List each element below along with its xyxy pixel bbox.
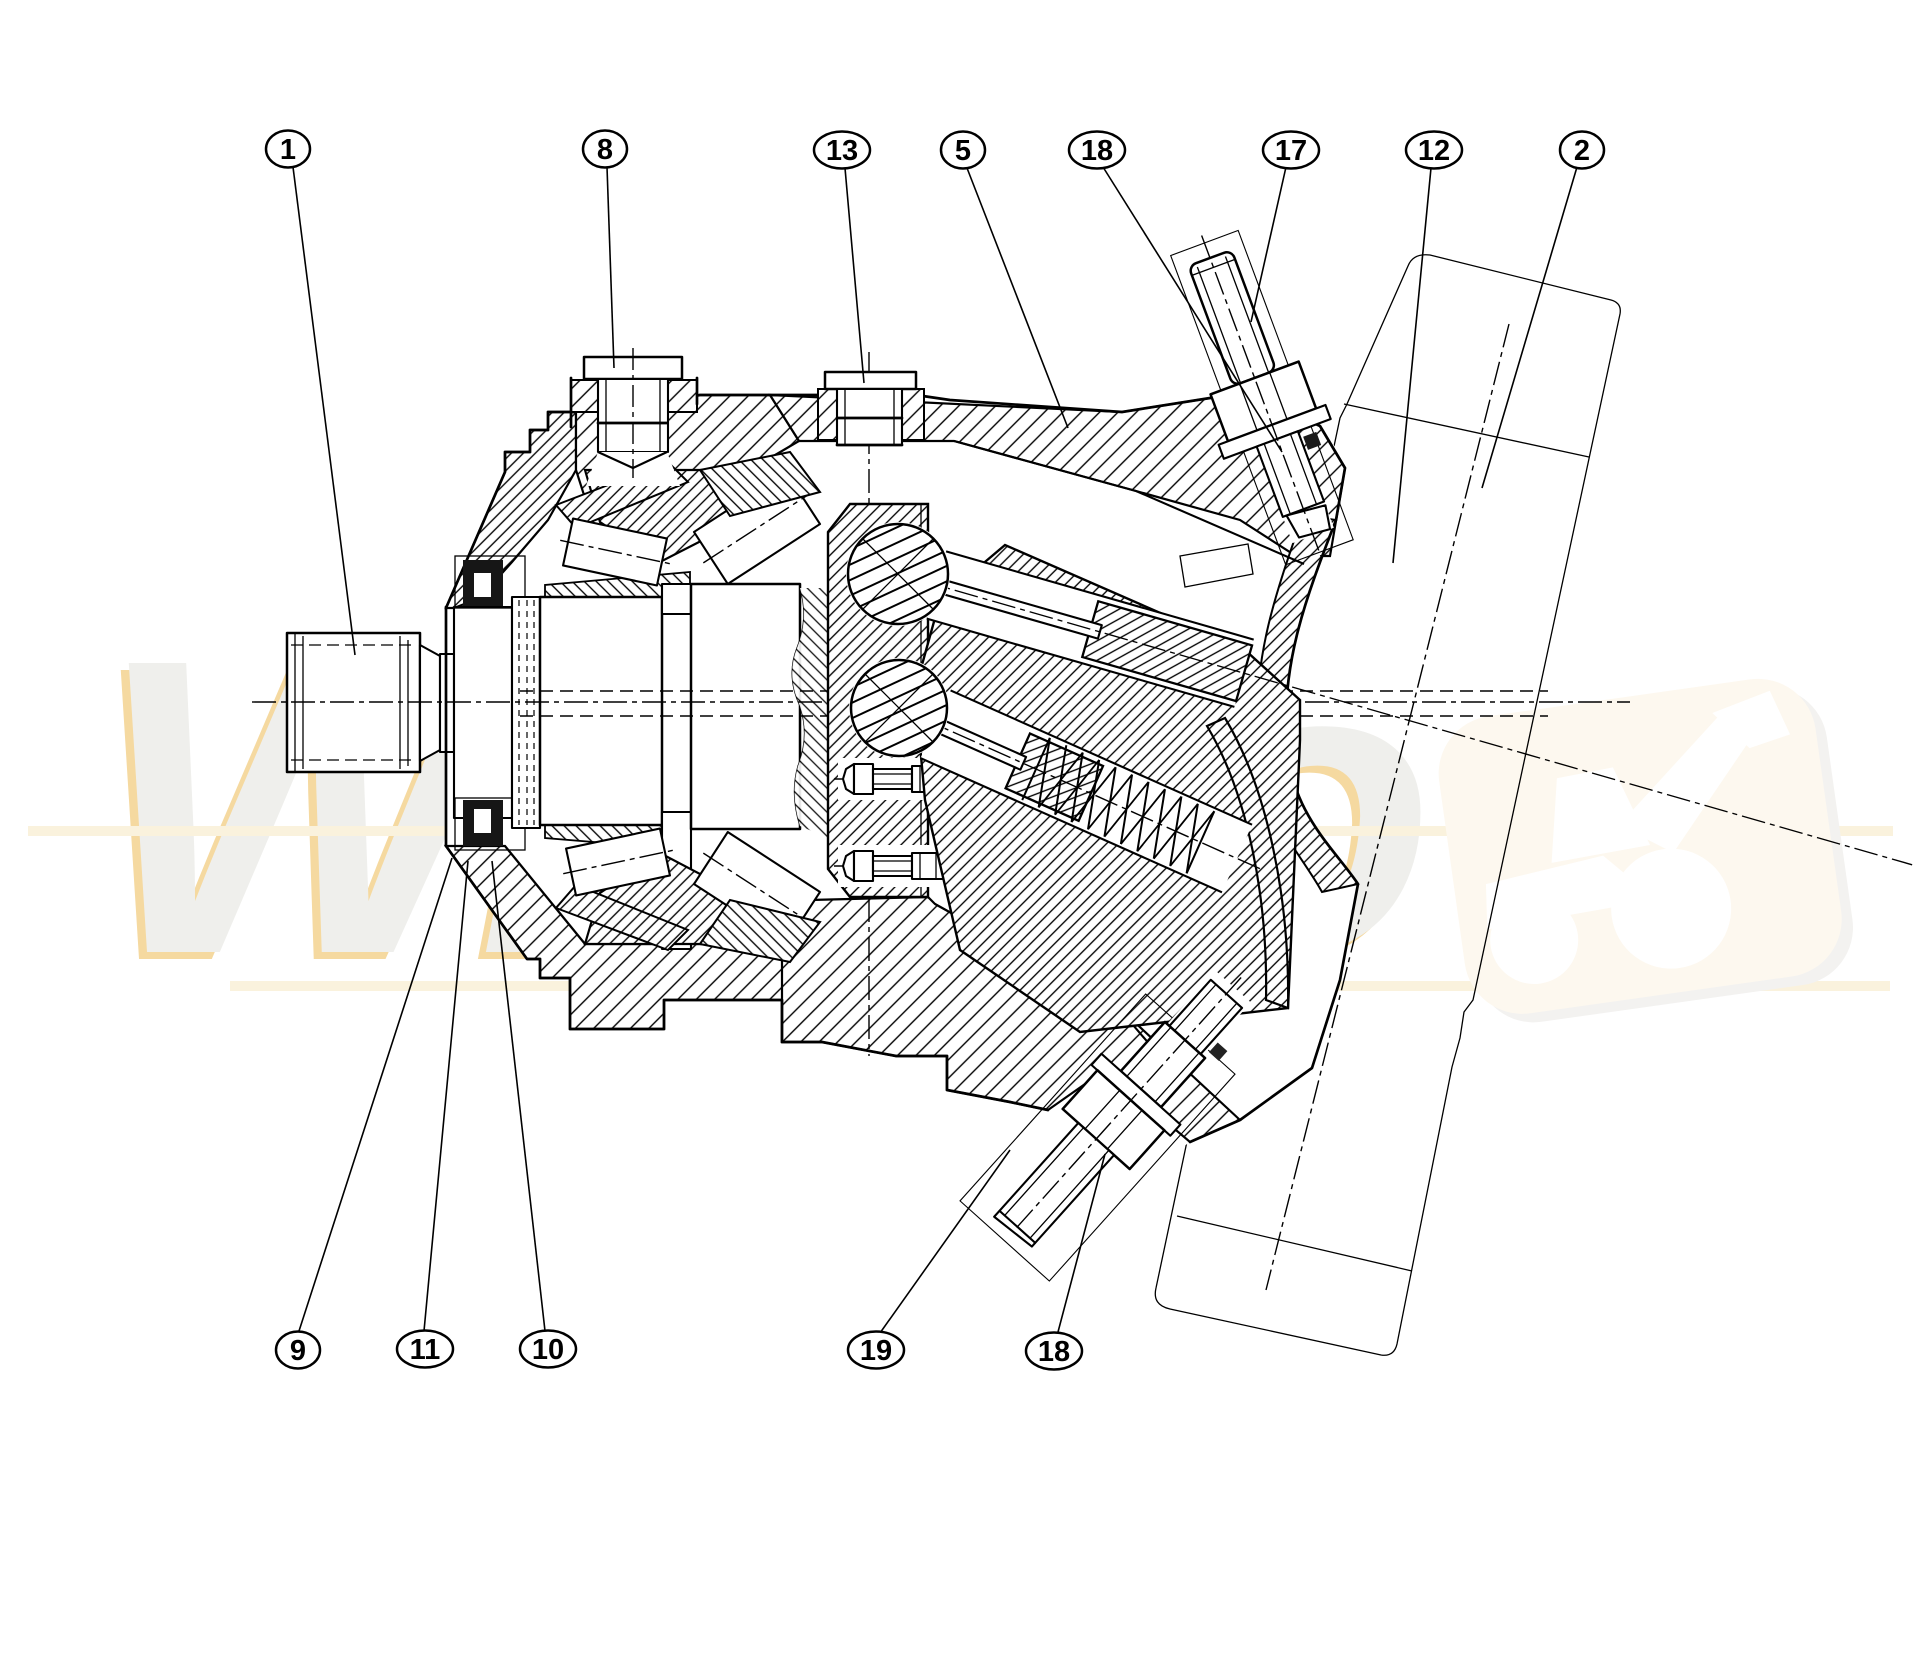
svg-text:11: 11 <box>410 1334 441 1366</box>
svg-text:13: 13 <box>826 135 858 167</box>
svg-text:8: 8 <box>597 134 613 166</box>
svg-text:18: 18 <box>1038 1336 1070 1368</box>
svg-text:5: 5 <box>955 135 971 167</box>
svg-text:12: 12 <box>1418 135 1450 167</box>
svg-text:1: 1 <box>280 134 296 166</box>
svg-text:18: 18 <box>1081 135 1113 167</box>
svg-text:17: 17 <box>1275 135 1307 167</box>
svg-text:2: 2 <box>1574 135 1590 167</box>
svg-text:19: 19 <box>860 1335 892 1367</box>
svg-text:9: 9 <box>290 1335 306 1367</box>
svg-text:10: 10 <box>532 1334 564 1366</box>
